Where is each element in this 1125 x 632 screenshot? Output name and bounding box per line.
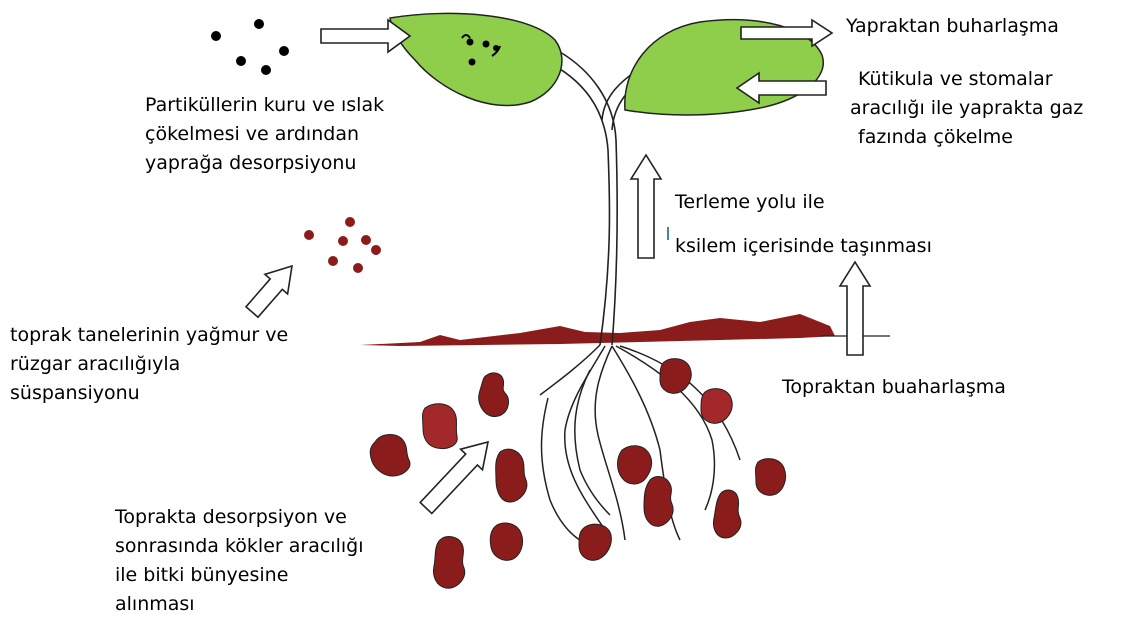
soil-grain: [496, 449, 527, 502]
label-line: ile bitki bünyesine: [115, 561, 363, 590]
arrow-soil-evaporation: [840, 262, 870, 355]
label-root-uptake: Toprakta desorpsiyon ve sonrasında kökle…: [115, 503, 363, 619]
label-line: yaprağa desorpsiyonu: [145, 149, 384, 178]
soil-grain: [490, 523, 522, 560]
label-soil-evaporation: Topraktan buaharlaşma: [782, 373, 1006, 402]
label-line: ksilem içerisinde taşınması: [675, 224, 932, 268]
label-line: Terleme yolu ile: [675, 180, 932, 224]
soil-grain: [434, 537, 465, 589]
label-line: fazında çökelme: [858, 123, 1083, 152]
label-line: toprak tanelerinin yağmur ve: [10, 321, 288, 350]
soil-surface: [360, 314, 835, 346]
label-line: süspansiyonu: [10, 379, 288, 408]
label-particle-deposition: Partiküllerin kuru ve ıslak çökelmesi ve…: [145, 91, 384, 178]
label-line: çökelmesi ve ardından: [145, 120, 384, 149]
label-soil-suspension: toprak tanelerinin yağmur ve rüzgar arac…: [10, 321, 288, 408]
soil-grain: [644, 477, 673, 527]
soil-grain: [714, 490, 741, 538]
arrow-xylem-transport: [631, 155, 661, 258]
label-xylem-transport: Terleme yolu ile ksilem içerisinde taşın…: [675, 180, 932, 268]
soil-grain: [479, 373, 509, 417]
arrow-soil-suspension: [246, 266, 292, 317]
left-leaf: [390, 13, 562, 105]
label-line: Partiküllerin kuru ve ıslak: [145, 91, 384, 120]
soil-grain: [579, 524, 611, 560]
plant-roots: [540, 345, 740, 545]
label-line: Toprakta desorpsiyon ve: [115, 503, 363, 532]
label-line: aracılığı ile yaprakta gaz: [850, 94, 1083, 123]
label-gas-phase-deposition: Kütikula ve stomalar aracılığı ile yapra…: [858, 65, 1083, 152]
arrow-root-uptake: [420, 442, 488, 514]
label-leaf-evaporation: Yapraktan buharlaşma: [846, 12, 1059, 41]
label-line: Kütikula ve stomalar: [858, 65, 1083, 94]
soil-grain: [370, 435, 410, 476]
label-line: alınması: [115, 590, 363, 619]
label-line: rüzgar aracılığıyla: [10, 350, 288, 379]
soil-grain: [618, 446, 652, 484]
soil-grain: [423, 404, 458, 449]
suspended-soil-particles: [304, 217, 381, 273]
soil-grain: [756, 459, 786, 496]
soil-grain: [660, 359, 691, 394]
airborne-particles: [211, 19, 289, 75]
soil-grain: [701, 389, 732, 424]
label-line: sonrasında kökler aracılığı: [115, 532, 363, 561]
